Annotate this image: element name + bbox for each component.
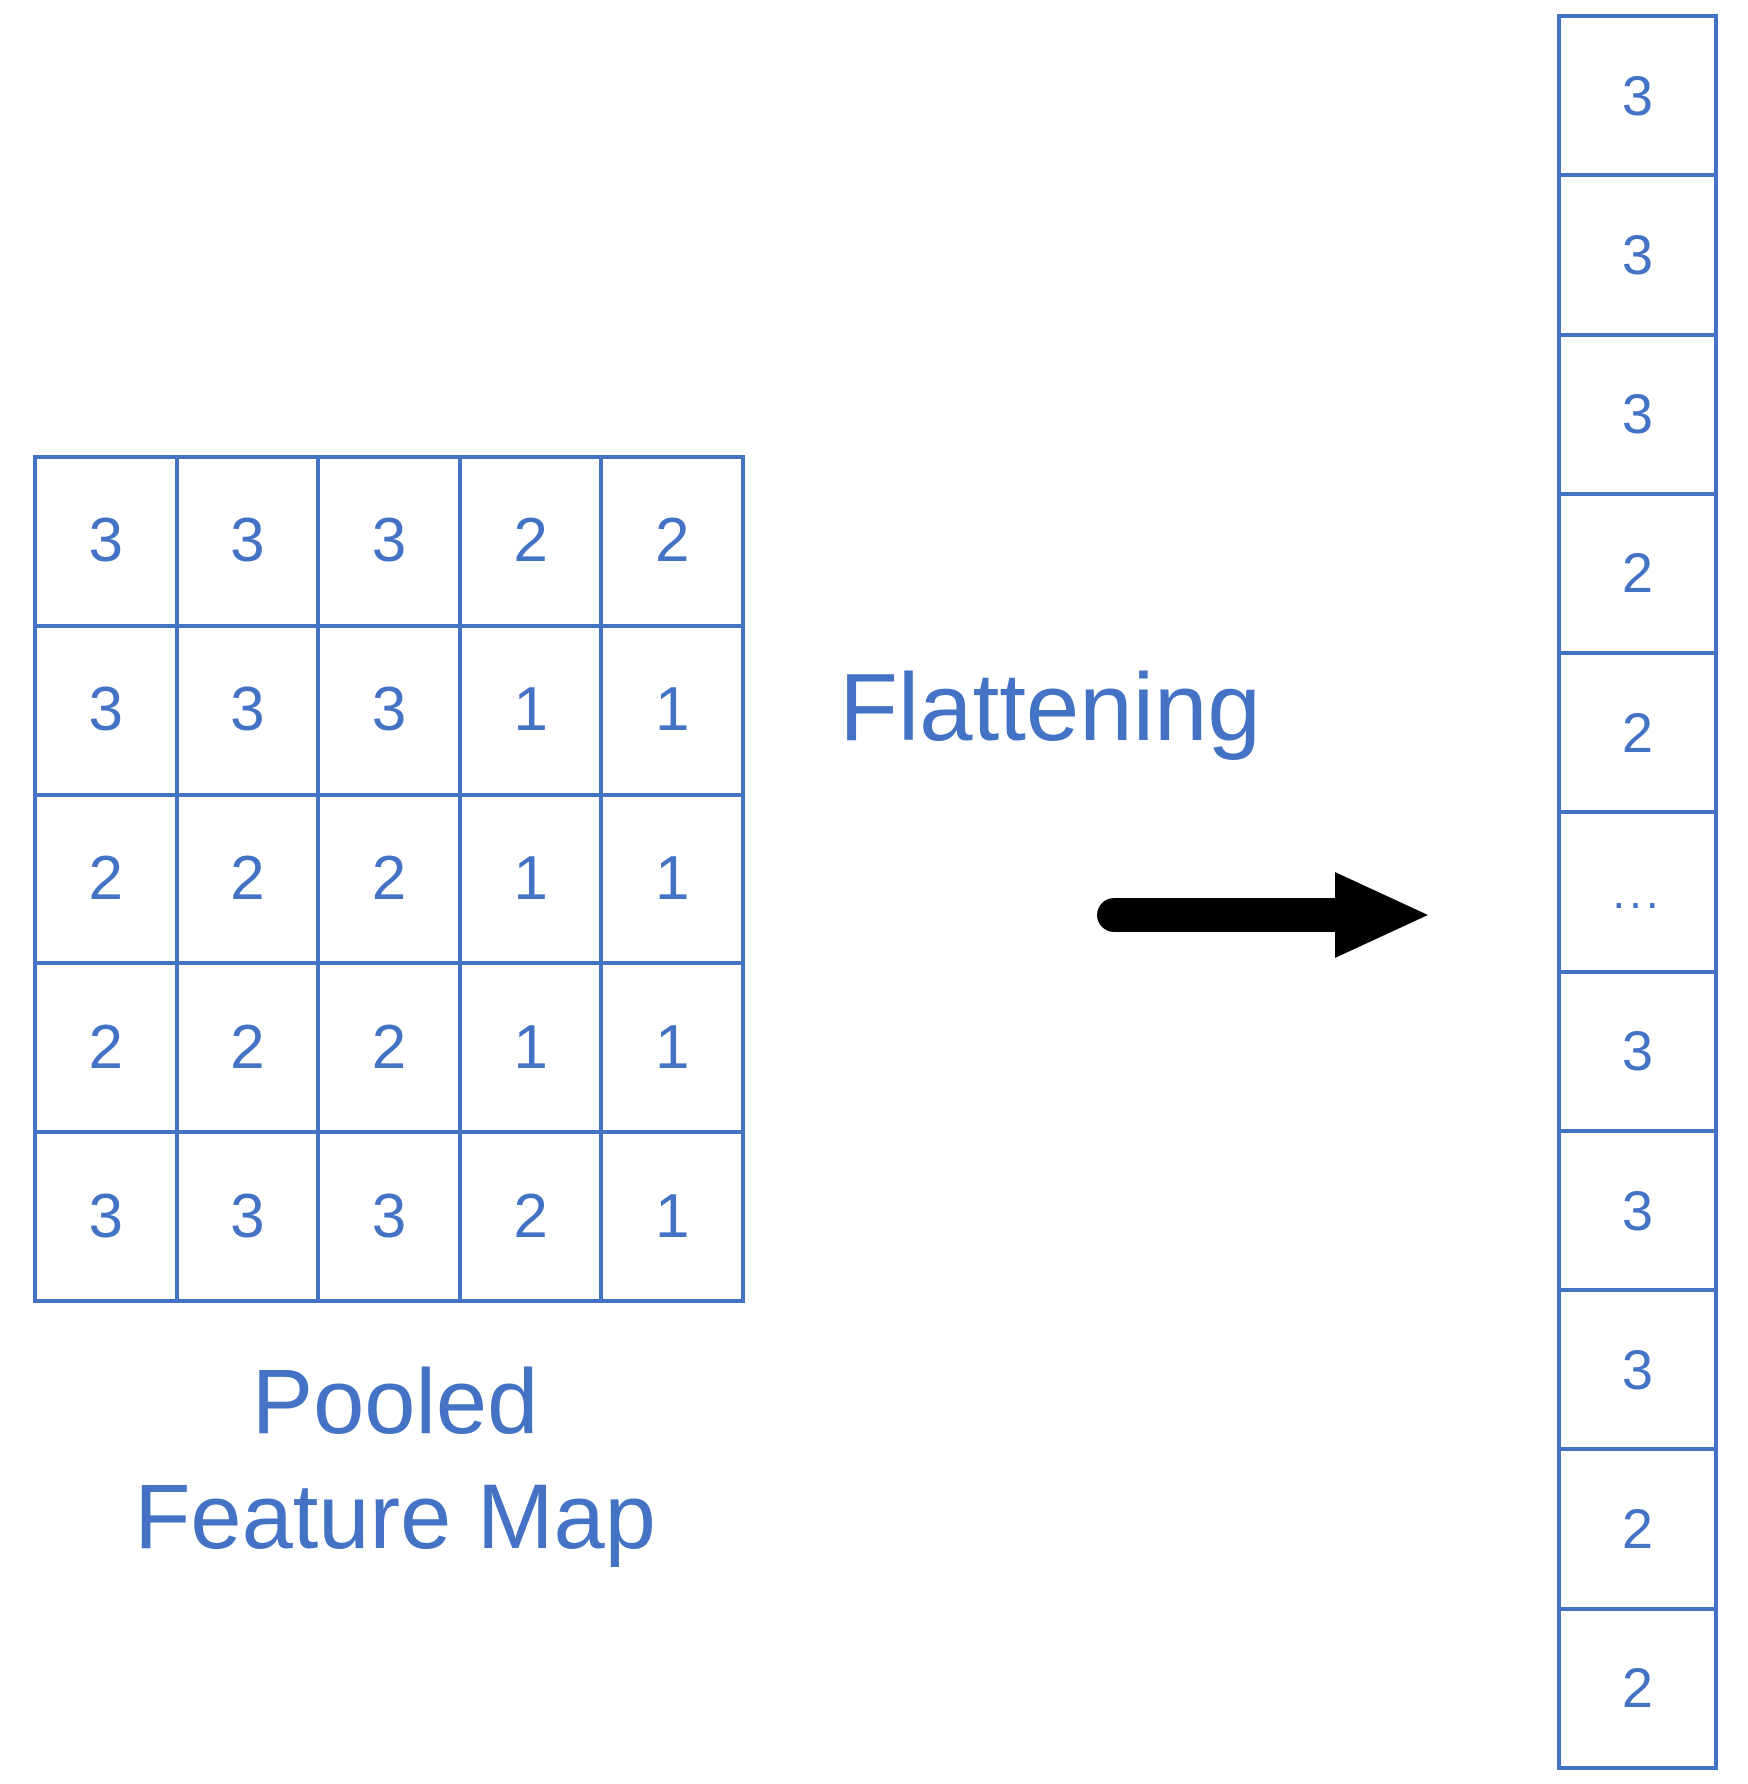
pooled-cell: 1	[603, 1134, 745, 1303]
pooled-cell: 1	[603, 796, 745, 966]
pooled-cell: 1	[461, 627, 604, 797]
pooled-cell: 2	[320, 965, 462, 1135]
vector-cell: 3	[1561, 973, 1718, 1133]
vector-cell: 2	[1561, 1610, 1718, 1770]
pooled-cell: 2	[461, 1134, 604, 1303]
pooled-cell: 1	[461, 796, 604, 966]
pooled-cell: 1	[461, 965, 604, 1135]
pooled-cell: 3	[178, 459, 321, 628]
pooled-cell: 1	[603, 627, 745, 797]
vector-cell: 3	[1561, 1132, 1718, 1293]
pooled-cell: 3	[37, 459, 179, 628]
vector-cell: 3	[1561, 18, 1718, 178]
caption-line-1: Pooled	[251, 1351, 539, 1453]
right-arrow-icon	[1097, 872, 1428, 958]
vector-cell: 2	[1561, 655, 1718, 815]
pooled-cell: 2	[37, 965, 179, 1135]
pooled-feature-map-grid: 3 3 3 2 2 3 3 3 1 1 2 2 2 1 1 2 2 2 1 1 …	[33, 455, 745, 1303]
pooled-cell: 2	[37, 796, 179, 966]
pooled-cell: 2	[178, 965, 321, 1135]
pooled-cell: 2	[320, 796, 462, 966]
pooled-cell: 2	[461, 459, 604, 628]
pooled-cell: 3	[37, 1134, 179, 1303]
pooled-cell: 1	[603, 965, 745, 1135]
vector-cell-ellipsis: ...	[1561, 814, 1718, 974]
vector-cell: 2	[1561, 495, 1718, 656]
flattening-label: Flattening	[839, 654, 1261, 761]
vector-cell: 3	[1561, 336, 1718, 496]
vector-cell: 2	[1561, 1451, 1718, 1611]
vector-cell: 3	[1561, 177, 1718, 337]
pooled-cell: 3	[178, 1134, 321, 1303]
pooled-feature-map-caption: Pooled Feature Map	[0, 1345, 790, 1575]
pooled-cell: 3	[37, 627, 179, 797]
flattened-vector-column: 3 3 3 2 2 ... 3 3 3 2 2	[1557, 14, 1718, 1770]
pooled-cell: 3	[320, 1134, 462, 1303]
pooled-cell: 3	[320, 627, 462, 797]
pooled-cell: 3	[178, 627, 321, 797]
pooled-cell: 2	[603, 459, 745, 628]
pooled-cell: 2	[178, 796, 321, 966]
pooled-cell: 3	[320, 459, 462, 628]
caption-line-2: Feature Map	[134, 1466, 656, 1568]
vector-cell: 3	[1561, 1292, 1718, 1452]
